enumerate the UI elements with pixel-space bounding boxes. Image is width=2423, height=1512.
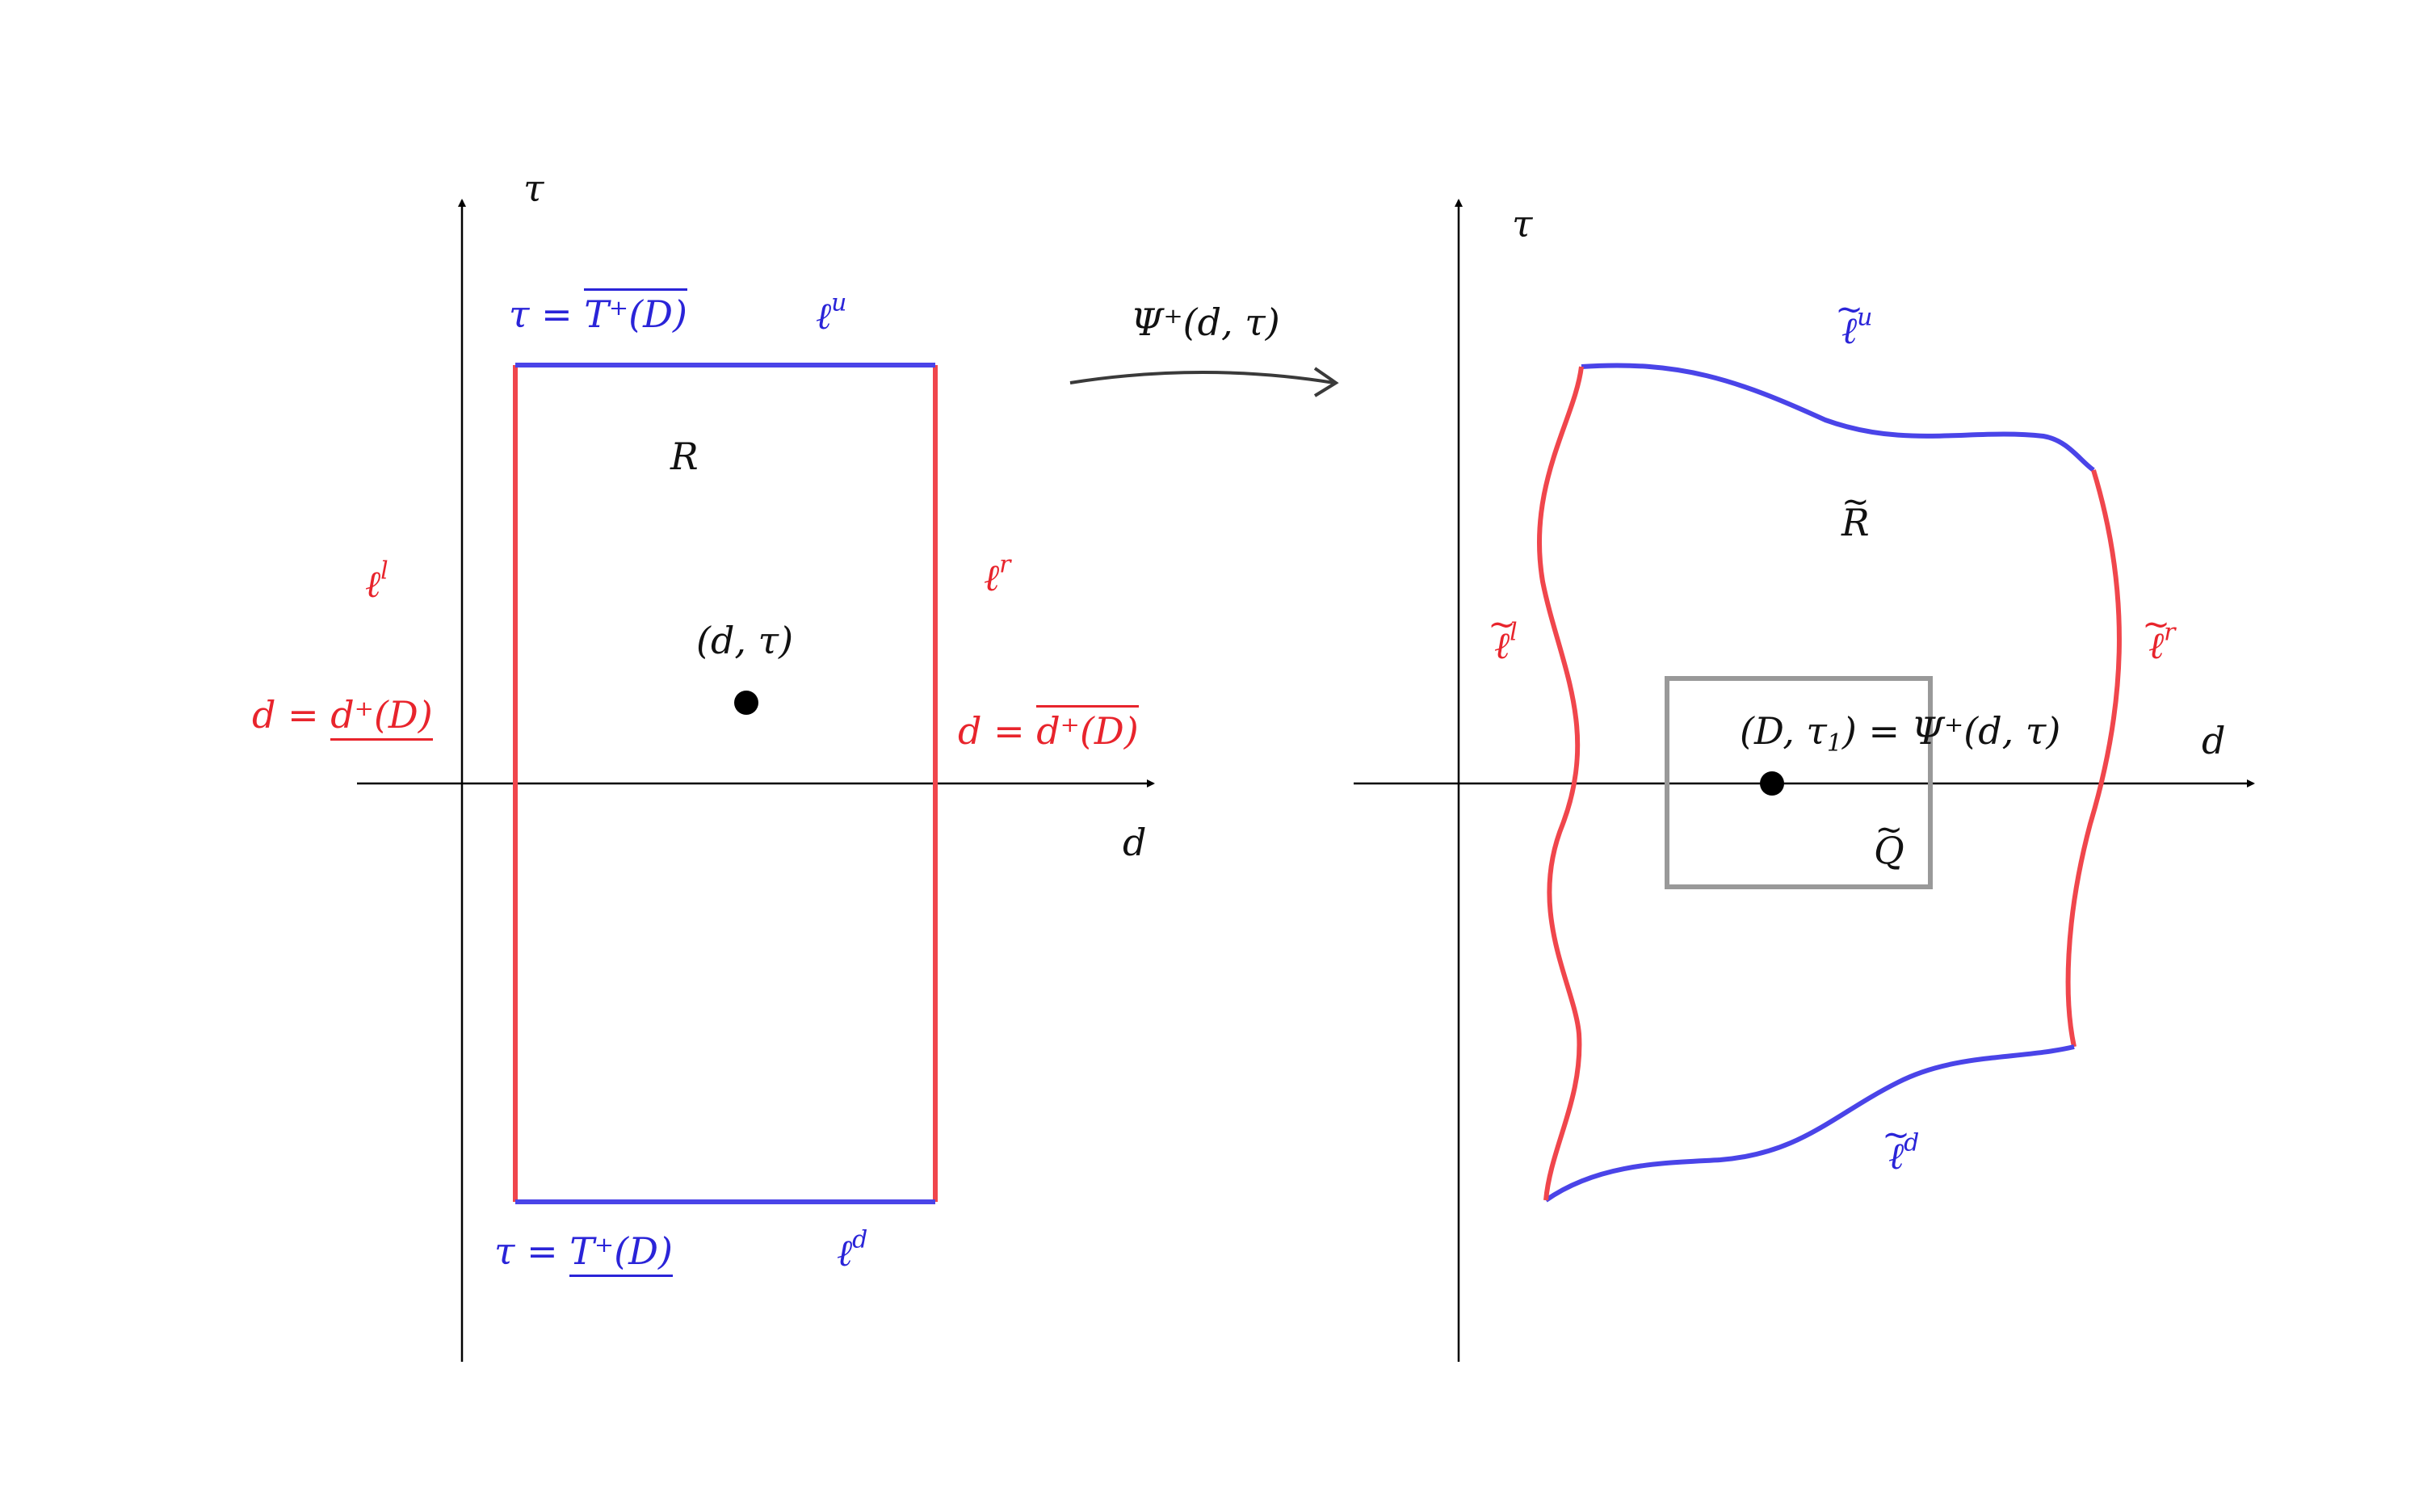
- left-d-label: d: [1123, 821, 1147, 864]
- left-left-curve-label: ℓl: [365, 556, 388, 606]
- right-top-curve-label: ℓu: [1841, 305, 1872, 349]
- left-bottom-curve-label: ℓd: [837, 1225, 868, 1275]
- map-arrow: [1069, 371, 1335, 384]
- right-right-curve-label: ℓr: [2148, 620, 2175, 664]
- right-d-label: d: [2202, 719, 2226, 762]
- left-point-dot: [734, 691, 758, 715]
- left-right-equation: d = d⁺(D): [958, 705, 1139, 753]
- left-point-label: (d, τ): [696, 619, 794, 662]
- right-point-label: (D, τ1) = Ψ⁺(d, τ): [1740, 709, 2061, 758]
- right-box-q: [1665, 676, 1933, 889]
- left-tau-label: τ: [523, 166, 544, 210]
- map-arrow-head: [1313, 367, 1339, 397]
- right-left-curve-label: ℓl: [1494, 620, 1518, 664]
- left-top-equation: τ = T⁺(D): [509, 288, 687, 336]
- right-point-dot: [1760, 771, 1784, 796]
- right-curve-u-blue: [1581, 363, 2095, 472]
- left-region-label: R: [670, 435, 699, 478]
- left-right-curve-label: ℓr: [984, 550, 1011, 599]
- left-top-curve-label: ℓu: [816, 288, 847, 338]
- map-label: Ψ⁺(d, τ): [1131, 300, 1280, 344]
- right-region-label: R: [1841, 504, 1870, 541]
- right-curve-d-blue: [1544, 1044, 2075, 1203]
- left-left-equation: d = d⁺(D): [252, 693, 433, 741]
- right-tau-label: τ: [1512, 202, 1533, 246]
- right-bottom-curve-label: ℓd: [1888, 1131, 1919, 1174]
- left-bottom-equation: τ = T⁺(D): [494, 1229, 673, 1277]
- right-curve-r-red: [2065, 469, 2122, 1048]
- right-box-label: Q: [1874, 832, 1904, 869]
- right-curve-l-red: [1537, 366, 1584, 1201]
